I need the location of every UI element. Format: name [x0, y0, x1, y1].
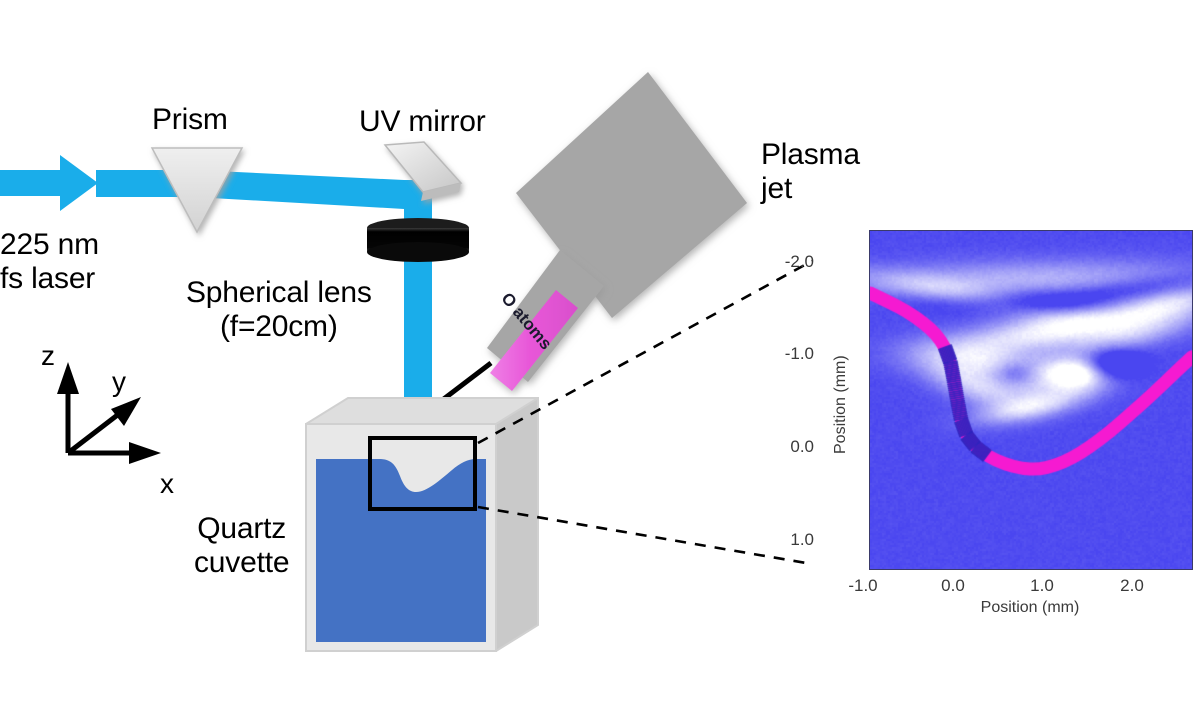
y-axis-label: Position (mm) [832, 355, 849, 454]
plasma-jet-label: Plasma jet [761, 138, 860, 205]
y-tick-1: -1.0 [784, 344, 814, 363]
uv-mirror-shape [383, 141, 463, 201]
laser-beam-focus-cone [404, 258, 432, 400]
cuvette-top-face [306, 398, 538, 424]
quartz-cuvette-label: Quartz cuvette [194, 512, 290, 579]
y-tick-2: 0.0 [790, 437, 814, 456]
x-tick-1: 0.0 [941, 576, 965, 595]
cuvette-side-face [496, 398, 538, 651]
spherical-lens-label: Spherical lens (f=20cm) [186, 276, 372, 343]
plot-image-frame [869, 230, 1193, 570]
o-atoms-band [490, 290, 578, 391]
quartz-cuvette [305, 397, 539, 652]
spherical-lens-shape [367, 218, 469, 262]
laser-source-label: 225 nm fs laser [0, 228, 99, 295]
connector-dashed-upper [477, 259, 813, 445]
laser-beam-arrowhead [0, 155, 98, 211]
y-tick-3: 1.0 [790, 530, 814, 549]
uv-mirror-label: UV mirror [359, 105, 486, 138]
axis-y-label: y [112, 366, 126, 397]
prism-shape [150, 147, 244, 234]
lif-image-plot: -2.0 -1.0 0.0 1.0 Position (mm) -1.0 0.0… [785, 224, 1200, 616]
axis-x-label: x [160, 468, 174, 499]
cuvette-water [316, 459, 486, 642]
x-axis-label: Position (mm) [980, 599, 1080, 616]
plasma-jet-nozzle [487, 250, 604, 391]
plasma-jet-body [516, 72, 747, 318]
x-tick-0: -1.0 [848, 576, 878, 595]
prism-label: Prism [152, 103, 228, 136]
y-tick-0: -2.0 [784, 252, 814, 271]
connector-dashed-lower [477, 505, 813, 566]
axis-z-label: z [41, 340, 55, 371]
x-tick-3: 2.0 [1120, 576, 1144, 595]
x-tick-2: 1.0 [1030, 576, 1054, 595]
plot-heatmap-canvas [870, 231, 1192, 569]
coordinate-triad [57, 362, 161, 464]
laser-beam-segment-mid [194, 170, 404, 209]
inset-region-box [368, 436, 477, 511]
